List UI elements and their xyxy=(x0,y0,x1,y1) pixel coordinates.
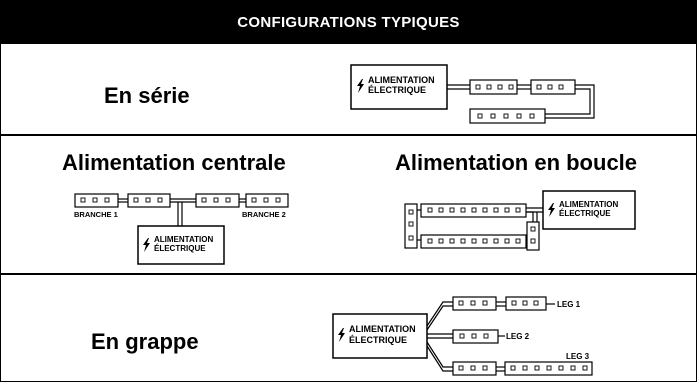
title-alimentation-boucle: Alimentation en boucle xyxy=(395,150,638,175)
leg-1-label: LEG 1 xyxy=(557,300,581,309)
led-strip xyxy=(127,193,171,208)
led-strip xyxy=(452,296,497,311)
title-en-grappe: En grappe xyxy=(91,329,199,354)
power-label-line2: ÉLECTRIQUE xyxy=(349,335,407,345)
page-title: CONFIGURATIONS TYPIQUES xyxy=(237,13,460,31)
power-label-line1: ALIMENTATION xyxy=(559,200,618,209)
branch-2-label: BRANCHE 2 xyxy=(242,210,286,219)
title-alimentation-centrale: Alimentation centrale xyxy=(62,150,286,175)
section-divider xyxy=(0,273,697,275)
led-strip xyxy=(452,361,497,376)
led-strip xyxy=(245,193,289,208)
led-strip xyxy=(74,193,119,208)
led-strip xyxy=(469,79,518,95)
title-en-serie: En série xyxy=(104,83,190,108)
power-label-line2: ÉLECTRIQUE xyxy=(368,85,426,95)
led-strip xyxy=(452,329,499,344)
led-strip xyxy=(469,108,546,124)
led-strip-vertical xyxy=(404,203,418,249)
leg-2-label: LEG 2 xyxy=(506,332,530,341)
led-strip xyxy=(420,203,527,218)
power-supply-box: ALIMENTATION ÉLECTRIQUE xyxy=(332,313,428,359)
led-strip xyxy=(195,193,240,208)
power-supply-box: ALIMENTATION ÉLECTRIQUE xyxy=(137,225,225,265)
led-strip xyxy=(504,361,593,376)
power-label-line2: ÉLECTRIQUE xyxy=(559,209,611,218)
led-strip xyxy=(530,79,576,95)
header-bar: CONFIGURATIONS TYPIQUES xyxy=(0,0,697,44)
led-strip xyxy=(420,234,527,249)
power-label-line1: ALIMENTATION xyxy=(349,324,416,334)
power-label-line2: ÉLECTRIQUE xyxy=(154,244,206,253)
leg-3-label: LEG 3 xyxy=(566,352,590,361)
section-divider xyxy=(0,134,697,136)
led-strip-vertical xyxy=(526,221,540,251)
power-label-line1: ALIMENTATION xyxy=(154,235,213,244)
power-label-line1: ALIMENTATION xyxy=(368,75,435,85)
branch-1-label: BRANCHE 1 xyxy=(74,210,118,219)
led-strip xyxy=(505,296,547,311)
power-supply-box: ALIMENTATION ÉLECTRIQUE xyxy=(542,190,636,230)
power-supply-box: ALIMENTATION ÉLECTRIQUE xyxy=(350,64,448,110)
